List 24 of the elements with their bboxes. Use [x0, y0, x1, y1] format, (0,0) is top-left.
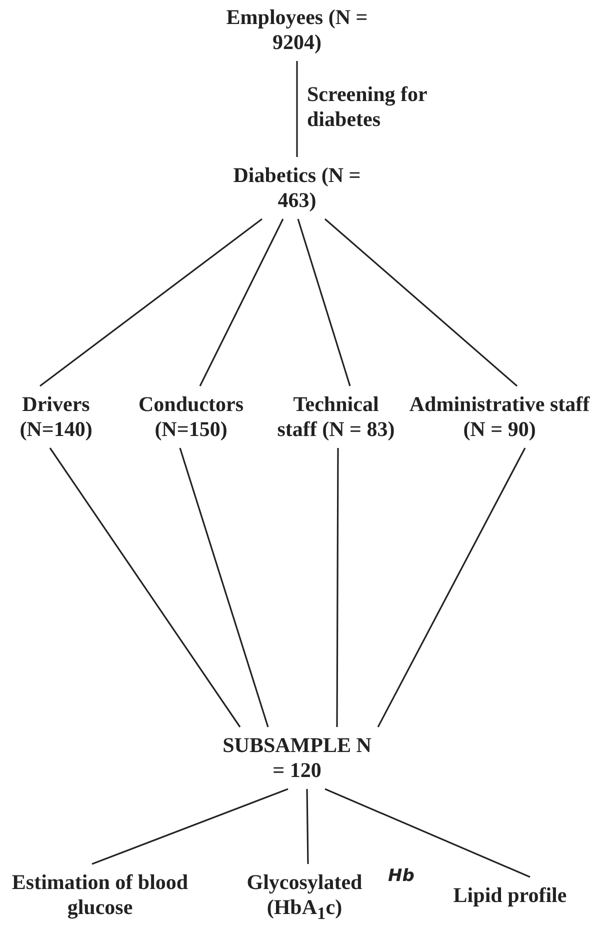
node-text: Drivers (N=140) — [18, 392, 94, 442]
node-text: Glycosylated (HbA$_{1}$c) — [246, 870, 364, 926]
node-text: Employees (N = 9204) — [225, 5, 369, 55]
node-text: Estimation of blood glucose — [10, 870, 190, 920]
connector-line — [179, 448, 269, 728]
connector-line — [324, 788, 530, 878]
connector-line — [92, 788, 288, 865]
connector-line — [199, 218, 284, 386]
connector-line — [324, 218, 518, 387]
connector-line — [297, 218, 351, 386]
edge-label: Screening for diabetes — [307, 82, 428, 132]
node-text: Lipid profile — [452, 883, 568, 908]
handwritten-note: Hb — [388, 866, 414, 886]
connector-line — [296, 61, 298, 157]
node-text: Technical staff (N = 83) — [276, 392, 396, 442]
connector-line — [377, 448, 526, 728]
connector-line — [40, 218, 262, 387]
node-text: Administrative staff (N = 90) — [408, 392, 591, 442]
connector-line — [336, 448, 339, 727]
node-text: Conductors (N=150) — [137, 392, 244, 442]
node-text: SUBSAMPLE N = 120 — [222, 733, 372, 783]
connector-line — [306, 788, 309, 864]
node-text: Diabetics (N = 463) — [232, 163, 362, 213]
connector-line — [49, 448, 241, 728]
